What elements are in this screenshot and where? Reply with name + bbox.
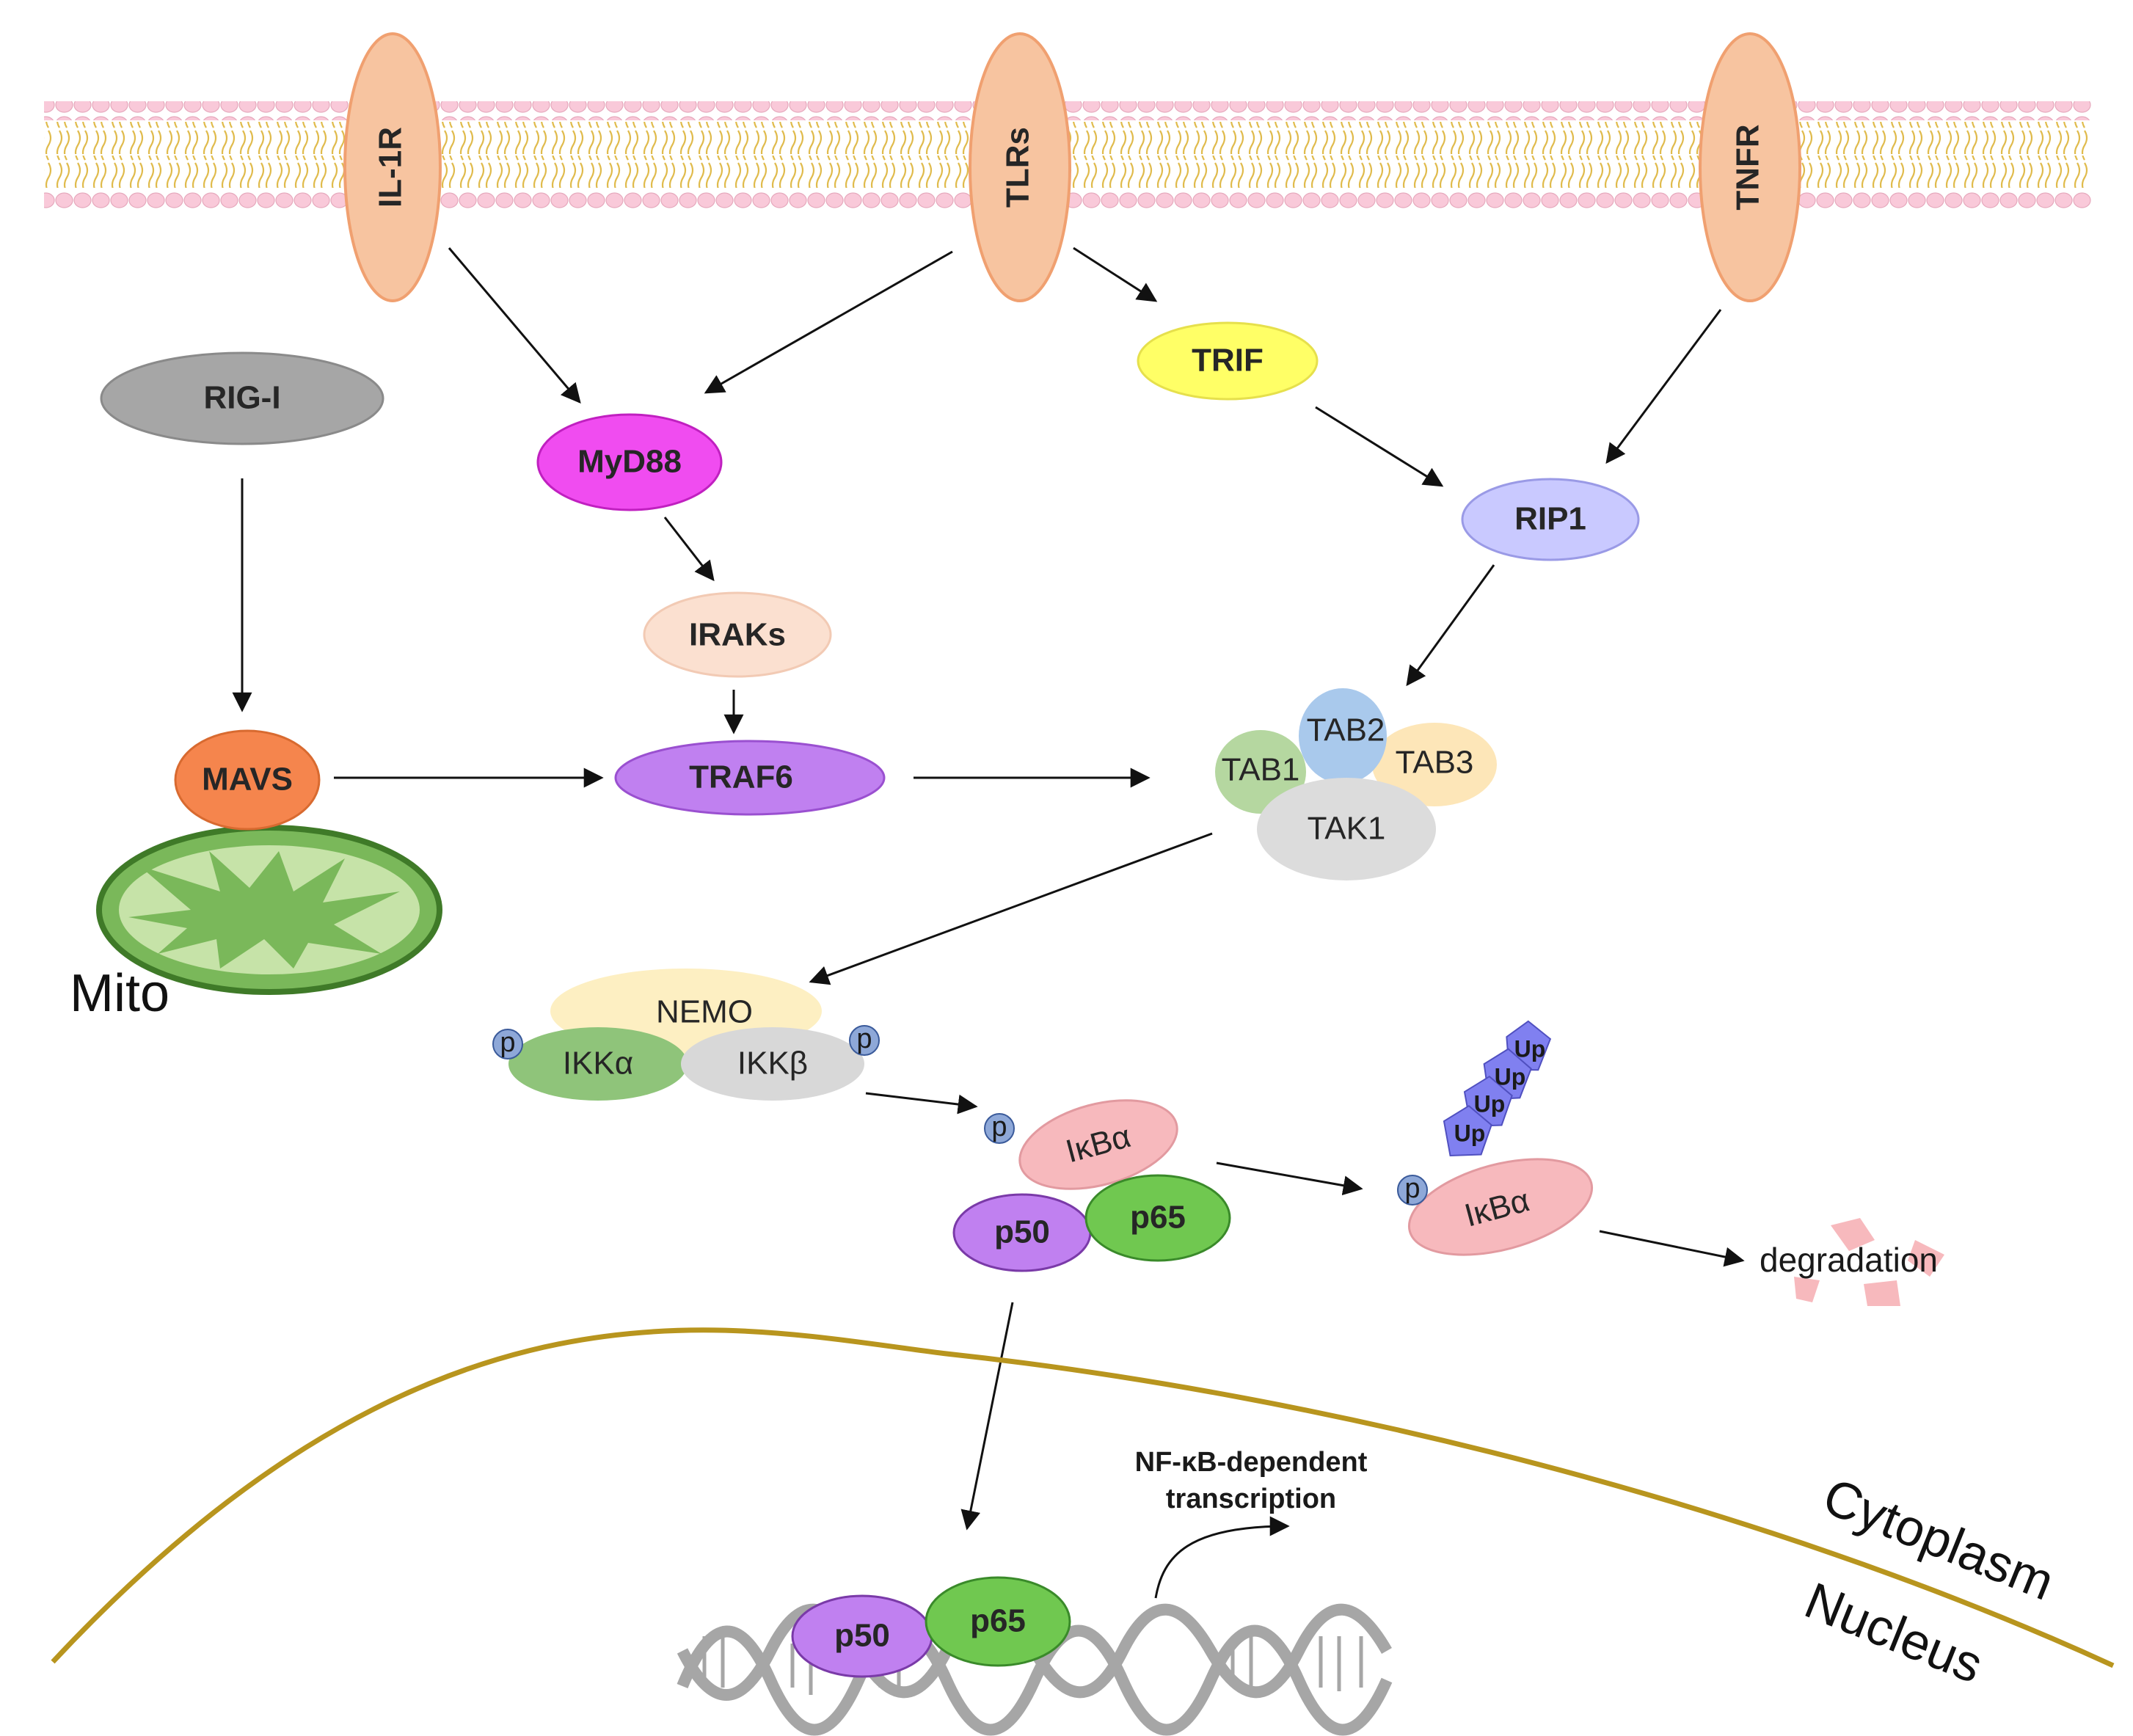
- p50-nuc-label: p50: [834, 1618, 890, 1654]
- receptor-tnfr-label: TNFR: [1730, 124, 1766, 210]
- p65-nuc-shape: [925, 1576, 1071, 1667]
- node-traf6: TRAF6: [614, 740, 886, 816]
- myd88-label: MyD88: [577, 444, 682, 480]
- arrow-tak1-nemo: [809, 832, 1213, 985]
- iraks-label: IRAKs: [689, 617, 786, 653]
- arrows: [232, 247, 1745, 1599]
- nemo-label: NEMO: [656, 994, 753, 1030]
- ubiquitin-label-4: Up: [1454, 1120, 1486, 1146]
- phospho-ikba-ub: p: [1397, 1173, 1428, 1206]
- arrow-il1r-myd88: [448, 247, 581, 404]
- p65-shape: [1084, 1174, 1231, 1262]
- ikka-label: IKKα: [563, 1046, 633, 1082]
- receptor-il1r-label: IL-1R: [373, 127, 409, 208]
- rig-i-label: RIG-I: [203, 380, 280, 416]
- tab3-shape: [1372, 723, 1497, 806]
- ikk-complex: NEMO IKKα IKKβ p p: [492, 969, 880, 1101]
- arrow-tnfr-rip1: [1605, 309, 1722, 464]
- phospho-ikba-ub-label: p: [1404, 1173, 1420, 1204]
- mavs-label: MAVS: [202, 762, 293, 798]
- tak1-shape: [1257, 778, 1436, 880]
- phospho-ikka: p: [492, 1027, 523, 1060]
- mito-label: Mito: [70, 964, 169, 1023]
- tab3-label: TAB3: [1396, 745, 1474, 781]
- tab1-label: TAB1: [1222, 752, 1300, 788]
- arrow-myd88-iraks: [663, 517, 715, 582]
- phospho-ikka-label: p: [500, 1027, 515, 1058]
- ikba-ub-shape: [1407, 1158, 1594, 1256]
- degradation-label: degradation: [1760, 1241, 1938, 1279]
- rip1-label: RIP1: [1514, 501, 1586, 537]
- nucleus-label: Nucleus: [1797, 1572, 1991, 1694]
- tak1-complex: TAB1 TAB2 TAB3 TAK1: [1215, 688, 1497, 880]
- p50-label: p50: [994, 1214, 1050, 1250]
- ubiquitin-label-1: Up: [1514, 1035, 1546, 1062]
- receptor-tlrs-label: TLRs: [1000, 127, 1036, 208]
- nuclear-envelope: [51, 1327, 2115, 1668]
- ubiquitin-chain: Up Up Up Up: [1443, 1020, 1552, 1156]
- nfkb-ikba-complex: IκBα p p50 p65: [952, 1099, 1231, 1272]
- node-myd88: MyD88: [536, 413, 723, 511]
- arrow-tlrs-trif: [1073, 247, 1158, 302]
- trif-label: TRIF: [1192, 343, 1264, 379]
- degradation-fragments: [1794, 1218, 1944, 1306]
- arrow-tlrs-myd88: [704, 250, 953, 394]
- p65-nuc-label: p65: [970, 1603, 1026, 1639]
- arrow-ikba-ubiq: [1216, 1161, 1363, 1196]
- node-rig-i: RIG-I: [100, 351, 384, 445]
- phospho-ikba-label: p: [991, 1112, 1007, 1142]
- ikkb-label: IKKβ: [737, 1046, 808, 1082]
- node-iraks: IRAKs: [643, 591, 832, 678]
- mito-cristae: [128, 851, 400, 969]
- phospho-ikkb: p: [849, 1024, 880, 1056]
- ikka-shape: [508, 1027, 688, 1101]
- p65-label: p65: [1130, 1200, 1186, 1236]
- receptor-il1r: IL-1R: [343, 32, 442, 302]
- ikkb-shape: [681, 1027, 864, 1101]
- receptor-tlrs: TLRs: [969, 32, 1071, 302]
- node-rip1: RIP1: [1461, 478, 1640, 561]
- ubiquitinated-ikba: Up Up Up Up IκBα p: [1397, 1020, 1594, 1256]
- phospho-ikkb-label: p: [856, 1024, 872, 1054]
- tab2-shape: [1299, 688, 1387, 784]
- traf6-label: TRAF6: [689, 759, 793, 795]
- tab2-label: TAB2: [1307, 712, 1385, 748]
- arrow-transcription: [1154, 1516, 1290, 1599]
- ikba-shape: [1018, 1099, 1178, 1190]
- node-mavs: MAVS: [174, 729, 321, 831]
- arrow-to-nucleus: [960, 1302, 1014, 1531]
- arrow-to-degradation: [1599, 1230, 1745, 1267]
- arrow-ikk-ikba: [865, 1092, 978, 1115]
- node-trif: TRIF: [1137, 321, 1319, 401]
- ubiquitin-label-2: Up: [1495, 1063, 1526, 1090]
- transcription-label-line1: NF-κB-dependent: [1135, 1447, 1368, 1478]
- receptor-tnfr: TNFR: [1699, 32, 1801, 302]
- nfkb-nuclear: p50 p65: [791, 1576, 1071, 1678]
- arrow-trif-rip1: [1315, 406, 1444, 487]
- phospho-ikba: p: [984, 1112, 1015, 1144]
- arrow-rip1-tab: [1406, 564, 1495, 687]
- tak1-label: TAK1: [1308, 811, 1386, 847]
- transcription-label-line2: transcription: [1166, 1484, 1336, 1514]
- ubiquitin-label-3: Up: [1474, 1090, 1506, 1117]
